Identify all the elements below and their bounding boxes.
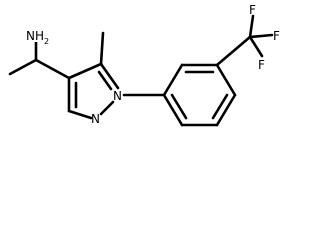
bond-ph4-ph5-double — [211, 93, 229, 120]
amine-label: NH2 — [26, 29, 49, 46]
bond-cf3-f-top — [248, 14, 255, 39]
bond-c5-n1-double — [97, 70, 113, 91]
amine-label-mask — [24, 26, 52, 42]
ring-n-imine-label: N — [91, 112, 100, 126]
bond-ph1-ph2 — [162, 63, 184, 97]
fluorine-top-label: F — [249, 3, 256, 17]
amine-subscript: 2 — [44, 37, 49, 46]
bond-layer — [8, 14, 274, 127]
bond-cf3-f-right — [248, 33, 274, 39]
fluorine-bottom-label: F — [258, 58, 265, 72]
atom-label-layer: NH2 N N F F F — [24, 3, 280, 126]
amine-symbol: NH — [26, 29, 44, 43]
bond-ph4-ph5 — [215, 93, 237, 127]
bond-ph3-cf3 — [215, 35, 252, 67]
ring-n-aryl-label: N — [113, 89, 122, 103]
bond-cf3-f-bottom — [248, 35, 264, 58]
bond-ph6-ph1-double — [170, 93, 188, 120]
bond-n1-n2 — [99, 100, 115, 116]
bond-ch-c4 — [34, 58, 71, 80]
structure-svg: NH2 N N F F F — [8, 3, 280, 127]
bond-c5-n1 — [99, 62, 120, 90]
molecule-structure: NH2 N N F F F — [8, 3, 280, 127]
bond-c5-methyl — [99, 31, 105, 66]
bond-ph3-ph4 — [215, 63, 237, 97]
bond-ph6-ph1 — [162, 93, 184, 127]
bond-c4-c5 — [67, 62, 103, 80]
bond-methyl-ch — [8, 58, 38, 76]
fluorine-right-label: F — [273, 29, 280, 43]
bond-n2-c3 — [67, 109, 93, 120]
